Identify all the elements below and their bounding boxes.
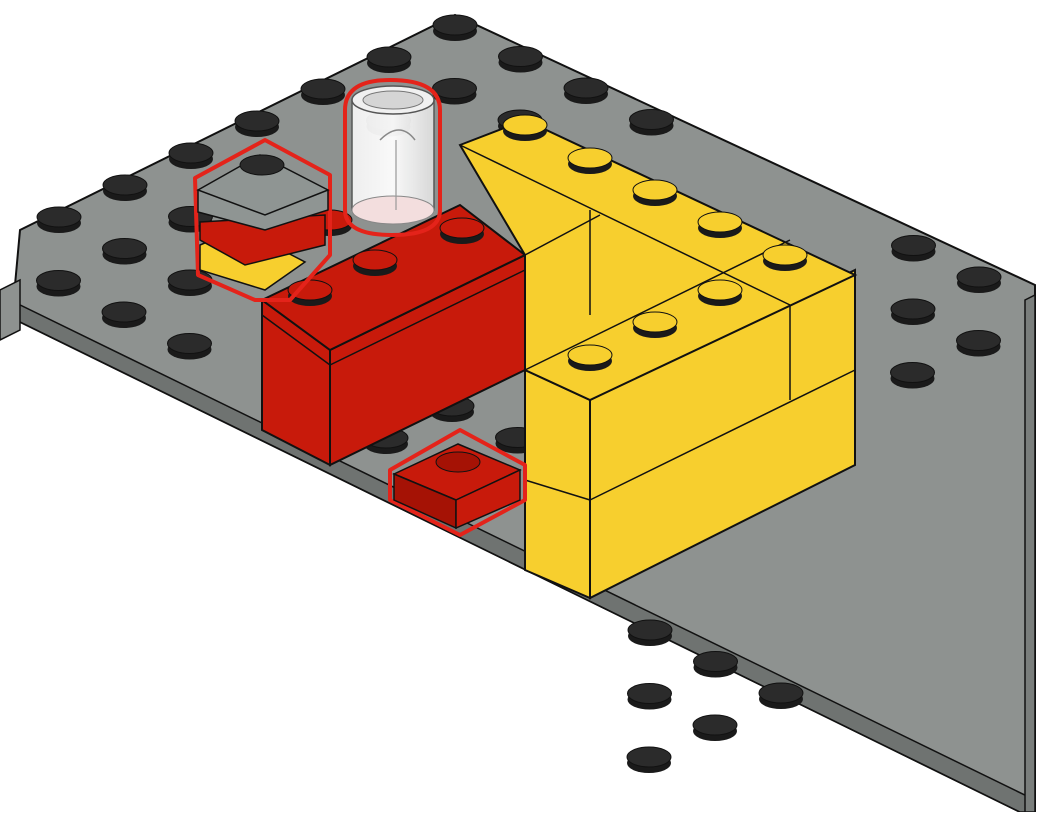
stud	[36, 206, 82, 233]
stud	[102, 174, 148, 201]
highlight-outline-small-plate	[388, 428, 527, 537]
stud	[300, 78, 346, 105]
stud	[626, 746, 672, 773]
stud	[627, 683, 672, 710]
stud	[890, 298, 936, 325]
stud	[627, 619, 673, 646]
stud	[502, 114, 548, 141]
stud	[563, 77, 609, 104]
stud	[432, 78, 477, 105]
stud	[167, 269, 213, 296]
stud	[167, 333, 212, 360]
yellow-lower-front	[524, 368, 591, 600]
stud	[697, 211, 743, 238]
stud	[102, 238, 147, 265]
stud	[36, 270, 81, 297]
stud	[366, 46, 412, 73]
red-plate-1x1	[388, 428, 527, 537]
brick-studs	[287, 114, 808, 371]
highlight-outline-plates	[193, 138, 332, 302]
stud	[432, 14, 478, 41]
stud	[632, 179, 678, 206]
highlight-outline-round	[343, 77, 442, 238]
stud	[632, 311, 678, 338]
stud	[101, 301, 147, 328]
small-plate-stud	[435, 451, 481, 473]
highlighted-plate-stack	[193, 138, 332, 302]
stud	[693, 651, 738, 678]
stud	[567, 344, 613, 371]
stud	[890, 362, 935, 389]
small-plate-side	[455, 468, 521, 530]
transparent-round-brick	[343, 77, 442, 238]
stud	[439, 217, 485, 244]
stud	[762, 244, 808, 271]
stud	[168, 142, 214, 169]
baseplate-left-edge	[0, 278, 21, 341]
stud	[956, 266, 1002, 293]
stud	[352, 249, 398, 276]
stud	[891, 235, 936, 262]
stud	[498, 46, 543, 73]
grey-plate-stud	[239, 154, 285, 176]
grey-plate-top	[196, 154, 330, 216]
stud	[956, 330, 1001, 357]
stud	[758, 682, 804, 709]
baseplate-right-edge	[1024, 293, 1036, 813]
stud	[697, 279, 743, 306]
stud	[567, 147, 613, 174]
stud	[234, 110, 280, 137]
stud	[629, 109, 674, 136]
stud	[692, 714, 738, 741]
